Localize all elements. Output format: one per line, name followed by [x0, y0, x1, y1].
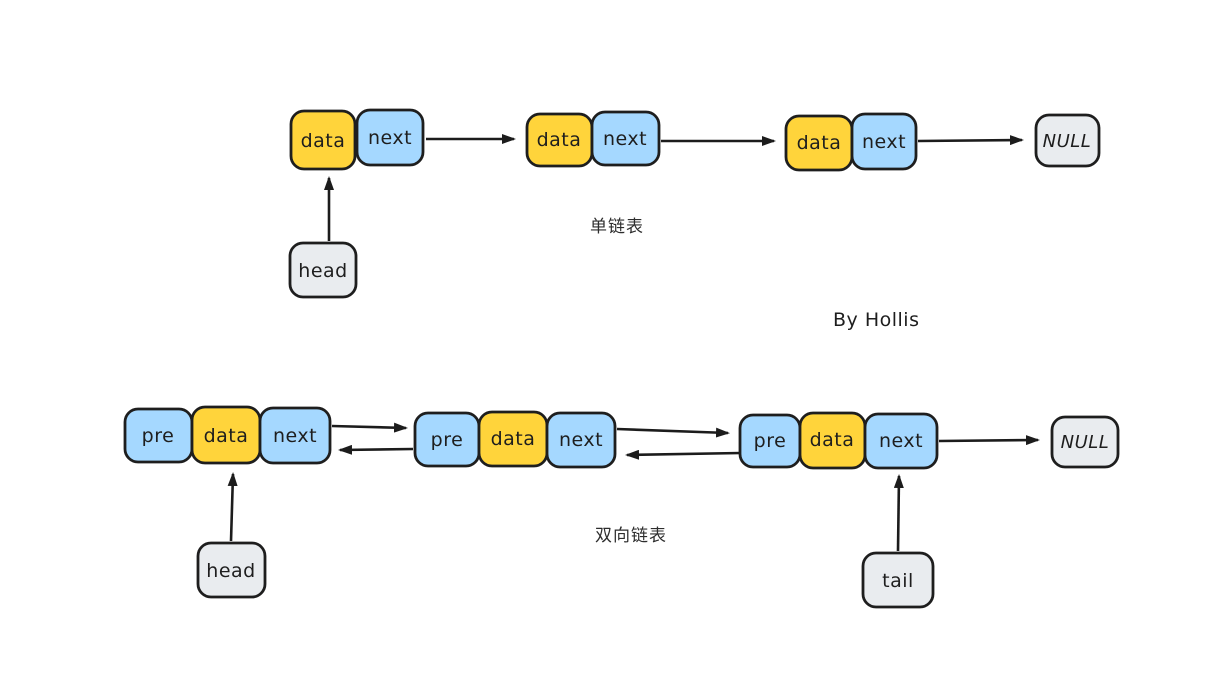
next-cell-label: next [603, 128, 647, 150]
null-label: NULL [1043, 131, 1092, 152]
head-pointer-arrow [227, 472, 238, 542]
next-cell-label: next [879, 430, 923, 452]
data-cell-label: data [491, 428, 536, 450]
data-cell-label: data [797, 132, 842, 154]
head-box [196, 541, 267, 599]
pre-pointer-arrow [338, 444, 414, 455]
singly-linked-list: data next data next data next NULL [288, 108, 1101, 299]
tail-pointer-arrow [893, 474, 904, 552]
singly-node-2: data next [525, 110, 661, 168]
data-cell-label: data [301, 130, 346, 152]
next-cell [590, 110, 661, 167]
singly-null-box: NULL [1034, 113, 1101, 168]
next-pointer-arrow [917, 135, 1024, 146]
next-pointer-arrow [331, 422, 408, 433]
next-pointer-arrow [616, 427, 730, 438]
null-box [1034, 113, 1101, 168]
doubly-head: head [196, 472, 267, 599]
doubly-node-3: pre data next [738, 411, 939, 470]
doubly-null-box: NULL [1050, 415, 1120, 469]
tail-label: tail [882, 570, 914, 592]
pre-cell-label: pre [754, 430, 787, 452]
credit-text: By Hollis [833, 309, 919, 331]
next-cell-label: next [559, 429, 603, 451]
next-cell [355, 108, 425, 167]
pre-cell-label: pre [142, 425, 175, 447]
next-cell [850, 112, 918, 171]
null-label: NULL [1061, 432, 1110, 453]
null-box [1050, 415, 1120, 469]
singly-caption: 单链表 [590, 217, 644, 237]
next-cell [545, 411, 617, 469]
next-cell-label: next [862, 131, 906, 153]
next-pointer-arrow [938, 435, 1040, 446]
doubly-caption: 双向链表 [595, 526, 667, 546]
doubly-node-1: pre data next [123, 405, 332, 465]
next-cell-label: next [273, 425, 317, 447]
data-cell-label: data [810, 429, 855, 451]
singly-head: head [288, 176, 358, 299]
head-box [288, 241, 358, 299]
head-label: head [298, 260, 347, 282]
head-label: head [206, 560, 255, 582]
data-cell-label: data [204, 425, 249, 447]
tail-box [861, 551, 935, 609]
doubly-tail: tail [861, 474, 935, 609]
data-cell-label: data [537, 129, 582, 151]
singly-node-3: data next [784, 112, 918, 172]
data-cell [289, 109, 357, 171]
next-cell [258, 406, 332, 465]
next-cell [863, 412, 939, 470]
next-cell-label: next [368, 127, 412, 149]
pre-cell-label: pre [431, 429, 464, 451]
singly-node-1: data next [289, 108, 425, 171]
doubly-node-2: pre data next [413, 410, 617, 469]
doubly-linked-list: pre data next pre data next pre data nex… [123, 405, 1120, 609]
